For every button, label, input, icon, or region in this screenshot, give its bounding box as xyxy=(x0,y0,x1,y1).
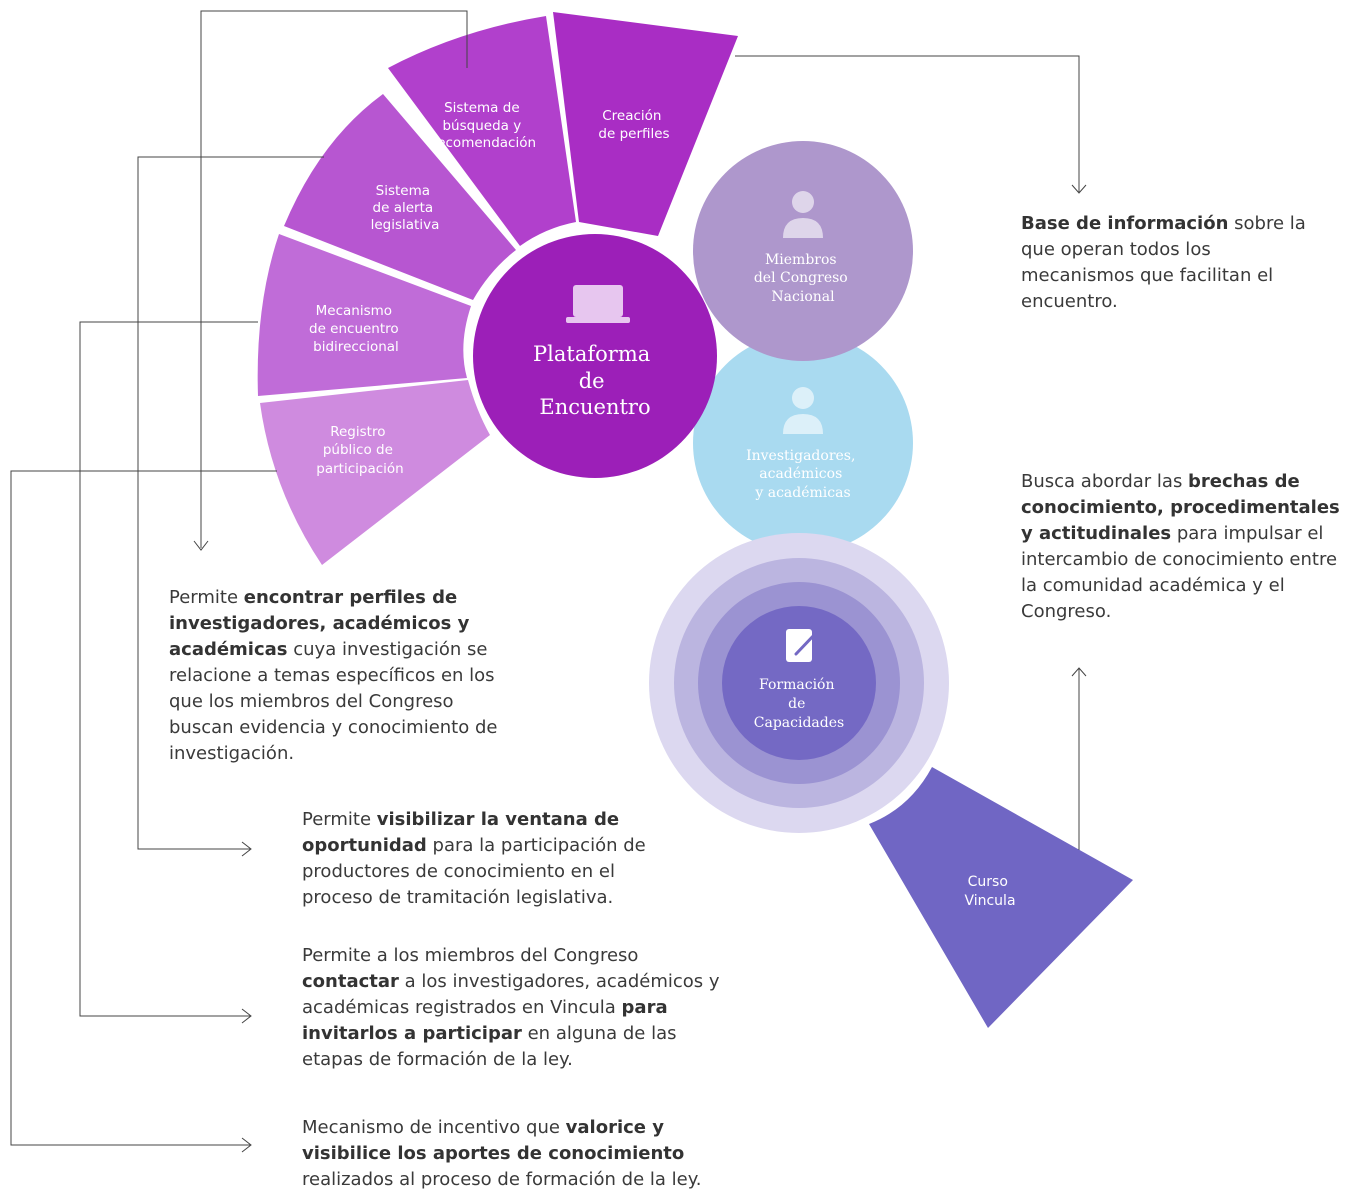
circle-investigadores-line: y académicas xyxy=(754,485,850,501)
arrow-right-icon xyxy=(241,841,252,857)
segment-mecanismo-line: Mecanismo xyxy=(316,303,392,319)
center-line: Encuentro xyxy=(539,395,650,419)
arrow-down-icon xyxy=(193,540,209,551)
curso-line: Curso xyxy=(968,874,1008,890)
circle-investigadores-line: académicos xyxy=(759,466,842,482)
pencil-note-icon xyxy=(786,629,818,662)
segment-registro-publico xyxy=(260,380,490,565)
circle-investigadores-label: Investigadores, académicos y académicas xyxy=(746,448,860,501)
body-text: en alguna de las etapas de formación de … xyxy=(302,1023,677,1070)
formacion-line: Formación xyxy=(759,677,834,693)
body-text: Permite xyxy=(302,809,377,830)
desc-brechas: Busca abordar las brechas de conocimient… xyxy=(1021,469,1351,625)
segment-alerta-line: Sistema xyxy=(376,183,430,199)
emphasis-text: contactar xyxy=(302,971,399,992)
center-line: de xyxy=(579,369,605,393)
formacion-line: de xyxy=(788,696,805,712)
center-line: Plataforma xyxy=(533,342,650,366)
circle-investigadores xyxy=(693,333,913,553)
formacion-line: Capacidades xyxy=(754,715,844,731)
emphasis-text: para invitarlos a participar xyxy=(302,997,668,1044)
formacion-label: Formación de Capacidades xyxy=(754,677,844,731)
desc-incentivo: Mecanismo de incentivo que valorice y vi… xyxy=(302,1115,742,1193)
segment-creacion-perfiles xyxy=(553,12,738,236)
body-text: sobre la que operan todos los mecanismos… xyxy=(1021,213,1306,312)
laptop-icon xyxy=(566,285,630,323)
connector-busqueda xyxy=(200,10,468,548)
body-text: Permite a los miembros del Congreso xyxy=(302,945,639,966)
segment-creacion-line: de perfiles xyxy=(598,126,669,142)
circle-miembros xyxy=(693,141,913,361)
arrow-right-icon xyxy=(241,1137,252,1153)
segment-sistema-alerta xyxy=(284,94,516,300)
segment-registro-line: público de xyxy=(323,442,393,458)
desc-contactar: Permite a los miembros del Congreso cont… xyxy=(302,943,727,1073)
emphasis-text: brechas de conocimiento, procedimentales… xyxy=(1021,471,1340,544)
segment-registro-label: Registro público de participación xyxy=(316,424,403,477)
body-text: para la participación de productores de … xyxy=(302,835,646,908)
connector-registro xyxy=(10,470,277,1146)
body-text: realizados al proceso de formación de la… xyxy=(302,1169,702,1190)
segment-sistema-busqueda xyxy=(388,16,576,246)
circle-miembros-line: del Congreso xyxy=(754,270,848,286)
connector-mecanismo xyxy=(79,321,258,1017)
desc-visibilizar: Permite visibilizar la ventana de oportu… xyxy=(302,807,674,911)
segment-mecanismo-label: Mecanismo de encuentro bidireccional xyxy=(309,303,403,355)
body-text: Busca abordar las xyxy=(1021,471,1189,492)
circle-miembros-line: Nacional xyxy=(771,289,835,305)
connectors xyxy=(10,10,1087,1153)
formacion-rings xyxy=(649,533,949,833)
segment-mecanismo-line: de encuentro xyxy=(309,321,399,337)
segment-creacion-line: Creación xyxy=(602,108,661,124)
emphasis-text: visibilizar la ventana de oportunidad xyxy=(302,809,620,856)
segment-busqueda-line: recomendación xyxy=(432,135,536,151)
body-text: para impulsar el intercambio de conocimi… xyxy=(1021,523,1338,622)
connector-creacion xyxy=(735,55,1080,192)
segment-registro-line: Registro xyxy=(330,424,385,440)
person-icon xyxy=(783,387,823,434)
circle-miembros-line: Miembros xyxy=(765,252,837,268)
desc-encontrar-perfiles: Permite encontrar perfiles de investigad… xyxy=(169,585,521,767)
segment-curso-vincula xyxy=(869,767,1133,1028)
segment-mecanismo-encuentro xyxy=(257,234,471,396)
circle-miembros-label: Miembros del Congreso Nacional xyxy=(754,252,852,305)
body-text: Permite xyxy=(169,587,244,608)
segment-alerta-line: legislativa xyxy=(371,217,440,233)
curso-line: Vincula xyxy=(964,893,1015,909)
emphasis-text: encontrar perfiles de investigadores, ac… xyxy=(169,587,470,660)
segment-alerta-label: Sistema de alerta legislativa xyxy=(371,183,440,233)
segment-mecanismo-line: bidireccional xyxy=(313,339,399,355)
segment-busqueda-label: Sistema de búsqueda y recomendación xyxy=(432,100,536,151)
curso-label: Curso Vincula xyxy=(964,874,1015,909)
arrow-down-icon xyxy=(1071,184,1087,194)
segment-alerta-line: de alerta xyxy=(373,200,434,216)
ring-inner xyxy=(722,606,876,760)
segment-registro-line: participación xyxy=(316,461,403,477)
segment-busqueda-line: búsqueda y xyxy=(442,118,521,134)
emphasis-text: Base de información xyxy=(1021,213,1229,234)
body-text: Mecanismo de incentivo que xyxy=(302,1117,566,1138)
connector-alerta xyxy=(137,156,324,850)
person-icon xyxy=(783,191,823,238)
circle-plataforma xyxy=(473,234,717,478)
desc-base-informacion: Base de información sobre la que operan … xyxy=(1021,211,1321,315)
arrow-right-icon xyxy=(241,1008,252,1024)
segment-creacion-label: Creación de perfiles xyxy=(598,108,669,142)
body-text: a los investigadores, académicos y acadé… xyxy=(302,971,720,1018)
segment-busqueda-line: Sistema de xyxy=(444,100,520,116)
emphasis-text: valorice y visibilice los aportes de con… xyxy=(302,1117,685,1164)
body-text: cuya investigación se relacione a temas … xyxy=(169,639,498,764)
arrow-up-icon xyxy=(1071,667,1087,677)
fan-segments xyxy=(257,12,738,565)
circle-investigadores-line: Investigadores, xyxy=(746,448,855,464)
center-label: Plataforma de Encuentro xyxy=(533,342,657,419)
